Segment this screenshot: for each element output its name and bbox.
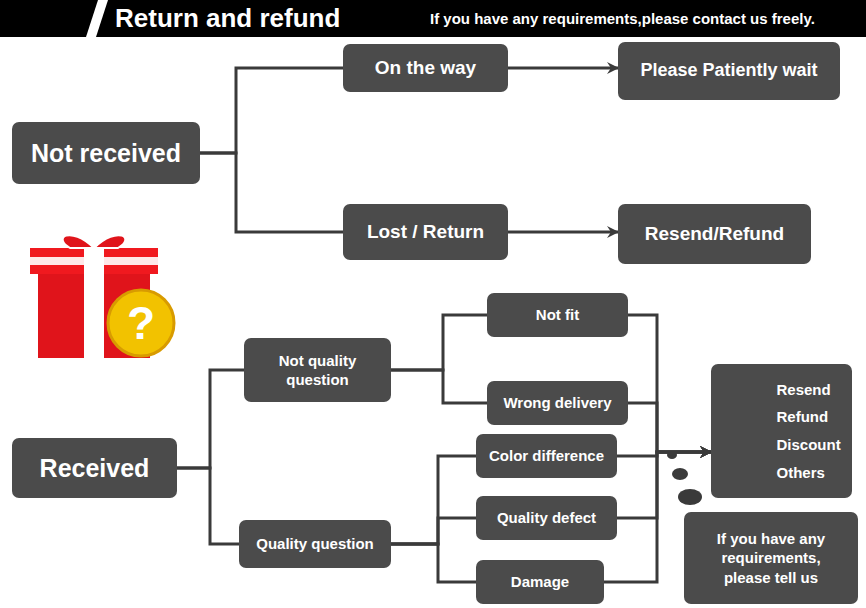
connector — [200, 68, 343, 153]
header-note: If you have any requirements,please cont… — [430, 10, 815, 27]
title-text: Return and refund — [115, 3, 340, 34]
status-box: Not received — [12, 122, 200, 184]
connector — [391, 315, 487, 370]
speech-dots — [667, 451, 702, 505]
question-mark: ? — [124, 297, 158, 349]
reason-box: Color difference — [476, 434, 617, 478]
process-box: On the way — [343, 44, 508, 92]
node-text: Quality defect — [497, 508, 596, 528]
connector — [628, 403, 711, 452]
header-band — [0, 0, 866, 37]
reason-box: Wrong delivery — [487, 381, 628, 425]
connector — [391, 518, 476, 544]
connector — [391, 544, 476, 582]
connector — [508, 231, 618, 234]
reason-box: Damage — [476, 560, 604, 604]
process-box: Lost / Return — [343, 204, 508, 260]
category-box: Quality question — [239, 520, 391, 568]
node-text: On the way — [375, 56, 476, 81]
node-text: Please Patiently wait — [640, 59, 817, 82]
node-text: Color difference — [489, 446, 604, 466]
connector — [508, 67, 618, 70]
node-text: Resend/Refund — [645, 222, 784, 247]
reason-box: Not fit — [487, 293, 628, 337]
gift-illustration — [30, 235, 174, 358]
connector — [617, 452, 711, 518]
result-box: Resend/Refund — [618, 204, 811, 264]
node-text: Wrong delivery — [503, 393, 611, 413]
node-text: Not received — [31, 137, 181, 170]
node-text: Damage — [511, 572, 569, 592]
connector — [200, 153, 343, 232]
node-text: Not fit — [536, 305, 579, 325]
node-text: If you have any requirements, please tel… — [701, 529, 841, 588]
node-text: Received — [40, 452, 150, 485]
header-slash — [86, 0, 108, 37]
status-box: Received — [12, 438, 177, 498]
result-box: Please Patiently wait — [618, 42, 840, 100]
node-text: Quality question — [256, 534, 374, 554]
connector — [391, 370, 487, 403]
node-text: Not quality question — [263, 351, 373, 390]
connector — [391, 456, 476, 544]
node-text: Lost / Return — [367, 220, 484, 245]
solution-box: Resend Refund Discount Others — [711, 364, 852, 498]
reason-box: Quality defect — [476, 496, 617, 540]
category-box: Not quality question — [244, 338, 391, 402]
connector — [628, 315, 711, 452]
node-text: Resend Refund Discount Others — [777, 376, 787, 487]
connector — [177, 370, 244, 468]
speech-bubble: If you have any requirements, please tel… — [684, 512, 858, 604]
connector — [177, 468, 239, 544]
